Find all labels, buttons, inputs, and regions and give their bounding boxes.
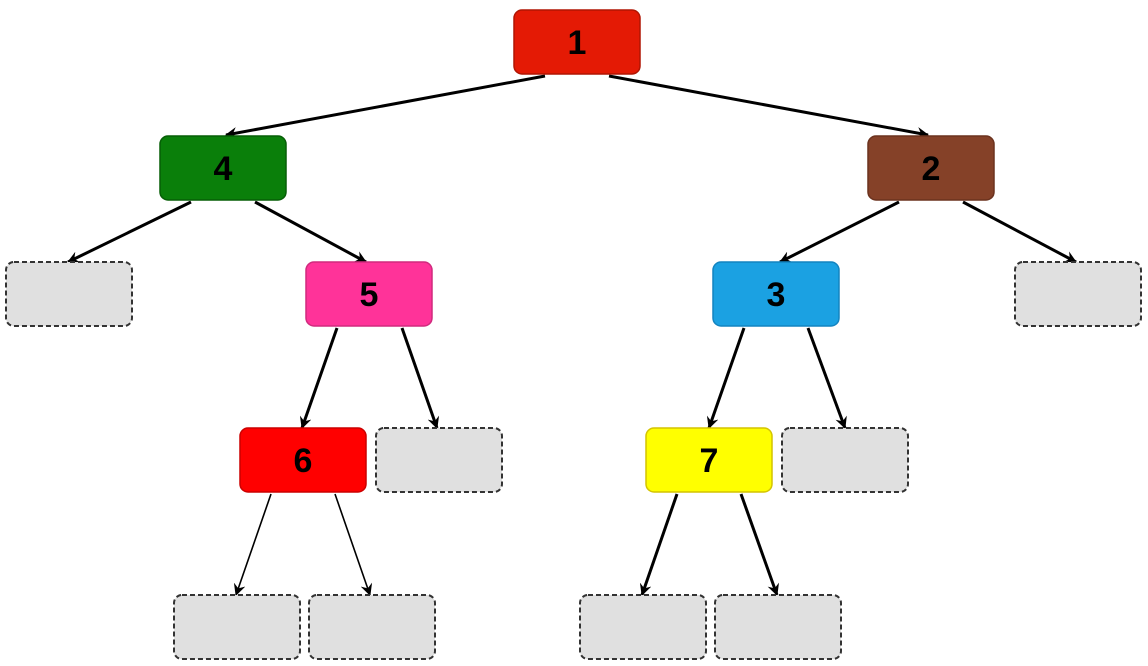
empty-node-box (579, 594, 707, 660)
tree-node-2: 2 (867, 135, 995, 201)
node-box (513, 9, 641, 75)
tree-node-5: 5 (305, 261, 433, 327)
edge-3-to-7 (706, 327, 746, 429)
node-label: 7 (700, 442, 719, 480)
edge-6-to-L6 (233, 493, 272, 596)
node-label: 3 (767, 276, 786, 314)
empty-node-R2 (1014, 261, 1142, 327)
edge-7-to-L7 (639, 493, 679, 596)
node-box (712, 261, 840, 327)
node-label: 4 (214, 150, 233, 188)
node-box (645, 427, 773, 493)
empty-node-L7 (579, 594, 707, 660)
empty-node-box (375, 427, 503, 493)
node-box (159, 135, 287, 201)
edge-5-to-6 (299, 327, 339, 429)
edge-4-to-L1 (67, 200, 192, 264)
edge-5-to-R5 (400, 327, 440, 429)
edge-3-to-R3 (806, 327, 847, 429)
empty-node-box (173, 594, 301, 660)
edge-1-to-2 (608, 74, 929, 139)
empty-node-box (5, 261, 133, 327)
tree-node-6: 6 (239, 427, 367, 493)
edge-4-to-5 (254, 200, 367, 264)
tree-node-3: 3 (712, 261, 840, 327)
empty-node-box (308, 594, 436, 660)
node-label: 2 (922, 150, 941, 188)
empty-node-L1 (5, 261, 133, 327)
empty-node-R6 (308, 594, 436, 660)
empty-node-box (714, 594, 842, 660)
tree-node-7: 7 (645, 427, 773, 493)
node-label: 6 (294, 442, 313, 480)
empty-node-R7 (714, 594, 842, 660)
empty-node-R5 (375, 427, 503, 493)
edge-6-to-R6 (334, 493, 373, 596)
empty-node-box (1014, 261, 1142, 327)
edge-2-to-R2 (962, 200, 1077, 264)
edge-7-to-R7 (739, 493, 779, 596)
tree-node-4: 4 (159, 135, 287, 201)
empty-node-L6 (173, 594, 301, 660)
nodes-layer: 1 4 2 5 3 6 7 (5, 9, 1142, 660)
edge-2-to-3 (779, 200, 900, 264)
node-label: 1 (568, 24, 587, 62)
node-box (867, 135, 995, 201)
node-box (305, 261, 433, 327)
edges-layer (67, 74, 1077, 596)
node-label: 5 (360, 276, 379, 314)
empty-node-R3 (781, 427, 909, 493)
empty-node-box (781, 427, 909, 493)
node-box (239, 427, 367, 493)
tree-node-1: 1 (513, 9, 641, 75)
edge-1-to-4 (225, 74, 546, 139)
